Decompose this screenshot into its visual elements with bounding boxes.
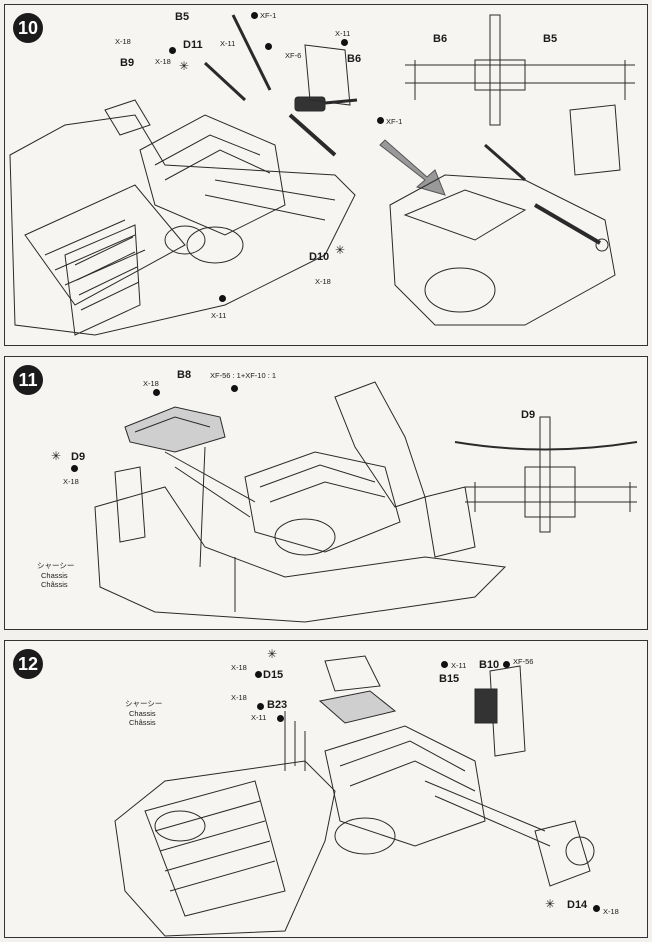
part-label-b23: B23 [267,699,288,711]
part-label-d15: D15 [263,669,284,681]
chassis-label-jp: シャーシー [37,561,75,570]
cement-asterisk-icon: ✳ [179,59,190,73]
chassis-label-de: Châssis [41,580,68,589]
part-label-d14: D14 [567,899,588,911]
chassis-label-en: Chassis [41,571,68,580]
paint-drop-icon [71,465,78,472]
part-label-b8: B8 [177,369,192,381]
step-10-badge: 10 [13,13,43,43]
step-11-panel: 11 B8 X-18 XF-56 : 1+XF-10 : 1 ✳ D9 X-18… [4,356,648,630]
paint-code-x11: X-11 [251,713,267,722]
paint-drop-icon [441,661,448,668]
paint-drop-icon [219,295,226,302]
cement-asterisk-icon: ✳ [335,243,346,257]
paint-drop-icon [377,117,384,124]
paint-drop-icon [265,43,272,50]
paint-code-xf1: XF-1 [260,11,277,20]
paint-drop-icon [153,389,160,396]
step-10-drawing [9,14,635,336]
paint-drop-icon [255,671,262,678]
paint-drop-icon [169,47,176,54]
paint-code-x11: X-11 [220,39,236,48]
paint-code-x11: X-11 [211,311,227,320]
paint-code-x18: X-18 [315,277,331,286]
paint-code-xf6: XF-6 [285,51,302,60]
step-11-drawing [94,381,638,623]
paint-code-x11: X-11 [335,29,351,38]
paint-code-x18: X-18 [231,663,247,672]
step-12-badge: 12 [13,649,43,679]
paint-drop-icon [251,12,258,19]
paint-drop-icon [277,715,284,722]
part-label-d10: D10 [309,251,330,263]
cement-asterisk-icon: ✳ [267,647,278,661]
part-label-b15: B15 [439,673,460,685]
chassis-label-jp: シャーシー [125,699,163,708]
part-label-d9-ref: D9 [521,409,536,421]
step-12-drawing [114,655,595,937]
part-label-b5-ref: B5 [543,33,558,45]
paint-code-xf56: XF-56 [513,657,534,666]
paint-code-x18: X-18 [143,379,159,388]
cement-asterisk-icon: ✳ [51,449,62,463]
chassis-label-en: Chassis [129,709,156,718]
cement-asterisk-icon: ✳ [545,897,556,911]
part-label-b9: B9 [120,57,135,69]
step-11-badge: 11 [13,365,43,395]
paint-code-x18: X-18 [155,57,171,66]
paint-code-x18: X-18 [231,693,247,702]
paint-drop-icon [231,385,238,392]
paint-code-x18: X-18 [63,477,79,486]
paint-mix-code: XF-56 : 1+XF-10 : 1 [210,371,277,380]
paint-code-x11: X-11 [451,661,467,670]
part-label-d9: D9 [71,451,86,463]
paint-drop-icon [341,39,348,46]
part-label-b6: B6 [347,53,362,65]
part-label-b6-ref: B6 [433,33,448,45]
paint-code-x18: X-18 [603,907,619,916]
paint-drop-icon [503,661,510,668]
paint-code-xf1: XF-1 [386,117,403,126]
paint-drop-icon [593,905,600,912]
step-12-panel: 12 X-18 ✳ D15 X-11 B10 XF-56 B15 X-18 B2… [4,640,648,938]
part-label-b10: B10 [479,659,500,671]
paint-code-x18: X-18 [115,37,131,46]
chassis-label-de: Châssis [129,718,156,727]
part-label-b5: B5 [175,11,190,23]
paint-drop-icon [257,703,264,710]
step-10-panel: 10 B5 XF-1 X-18 B9 X-18 D11 ✳ X-11 XF-6 … [4,4,648,346]
part-label-d11: D11 [183,39,203,51]
